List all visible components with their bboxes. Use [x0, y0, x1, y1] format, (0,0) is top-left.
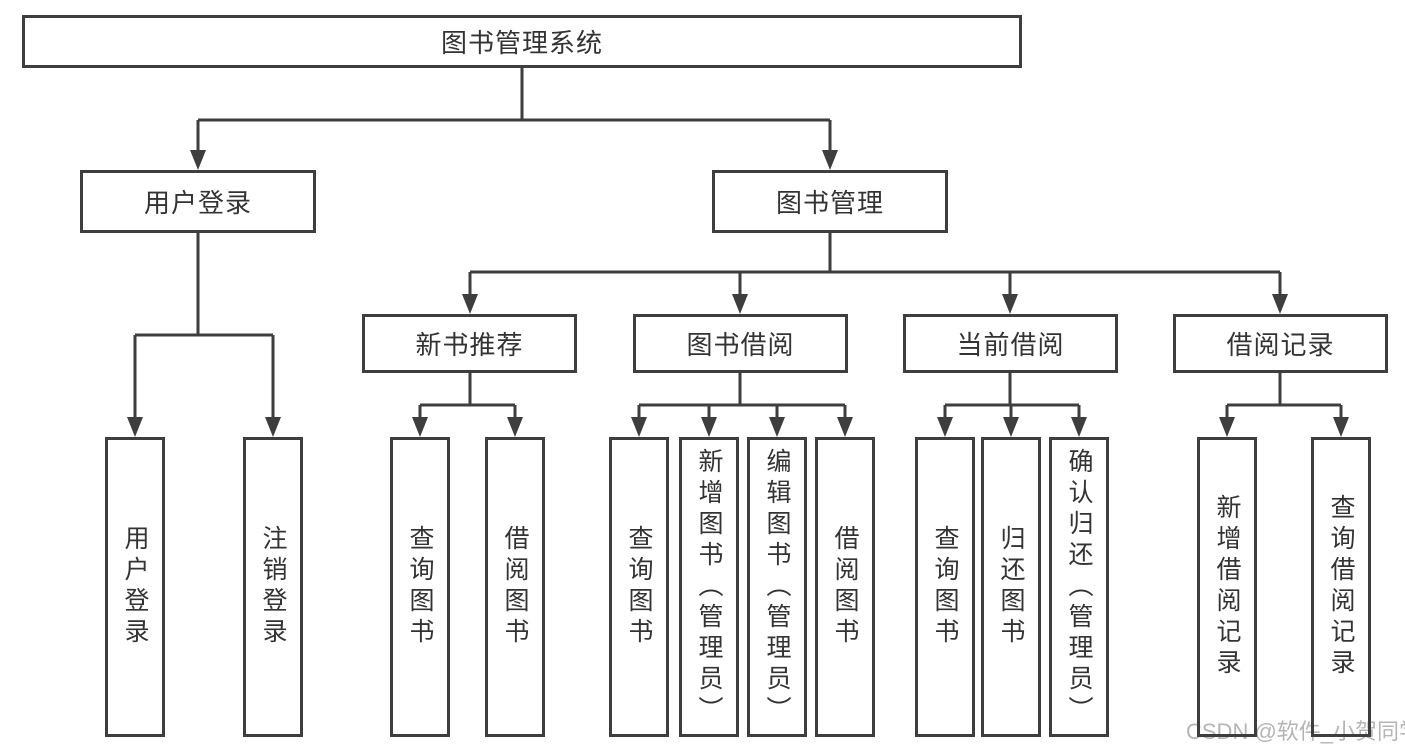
connector-borrow-records: [1225, 373, 1343, 419]
node-new-book-recommendation: 新书推荐: [362, 314, 577, 373]
arrowhead: [462, 294, 478, 314]
arrowhead: [1333, 417, 1349, 437]
leaf-add-borrow-record: 新增借阅记录: [1197, 437, 1257, 737]
arrowhead: [1071, 417, 1087, 437]
leaf-borrow-books: 借阅图书: [815, 437, 875, 737]
connector-user-login: [133, 233, 275, 419]
arrowhead: [1272, 294, 1288, 314]
leaf-query-books-borrow: 查询图书: [609, 437, 669, 737]
node-book-borrowing: 图书借阅: [633, 314, 848, 373]
leaf-user-login: 用户登录: [105, 437, 165, 737]
arrowhead: [412, 417, 428, 437]
arrowhead: [732, 294, 748, 314]
arrowhead: [507, 417, 523, 437]
connector-book-borrow: [637, 373, 847, 419]
connector-book-management: [468, 233, 1282, 296]
leaf-query-books-recommend: 查询图书: [390, 437, 450, 737]
arrowhead: [937, 417, 953, 437]
connector-current-borrow: [943, 373, 1081, 419]
node-library-system: 图书管理系统: [22, 15, 1022, 68]
node-current-borrowing: 当前借阅: [903, 314, 1118, 373]
connector-root: [196, 68, 832, 152]
leaf-confirm-return-admin: 确认归还（管理员）: [1049, 437, 1109, 737]
node-user-login: 用户登录: [80, 170, 316, 233]
leaf-edit-books-admin: 编辑图书（管理员）: [747, 437, 807, 737]
leaf-query-books-current: 查询图书: [915, 437, 975, 737]
arrowhead: [265, 417, 281, 437]
arrowhead: [769, 417, 785, 437]
arrowhead: [1219, 417, 1235, 437]
arrowhead: [1003, 417, 1019, 437]
arrowhead: [127, 417, 143, 437]
node-book-management: 图书管理: [712, 170, 948, 233]
connector-new-book: [418, 373, 517, 419]
arrowhead: [1002, 294, 1018, 314]
arrowhead: [822, 150, 838, 170]
node-borrowing-records: 借阅记录: [1173, 314, 1388, 373]
leaf-borrow-books-recommend: 借阅图书: [485, 437, 545, 737]
arrowhead: [837, 417, 853, 437]
arrowhead: [701, 417, 717, 437]
leaf-query-borrow-record: 查询借阅记录: [1311, 437, 1371, 737]
leaf-add-books-admin: 新增图书（管理员）: [679, 437, 739, 737]
arrowhead: [190, 150, 206, 170]
leaf-logout: 注销登录: [243, 437, 303, 737]
arrowhead: [631, 417, 647, 437]
leaf-return-books: 归还图书: [981, 437, 1041, 737]
